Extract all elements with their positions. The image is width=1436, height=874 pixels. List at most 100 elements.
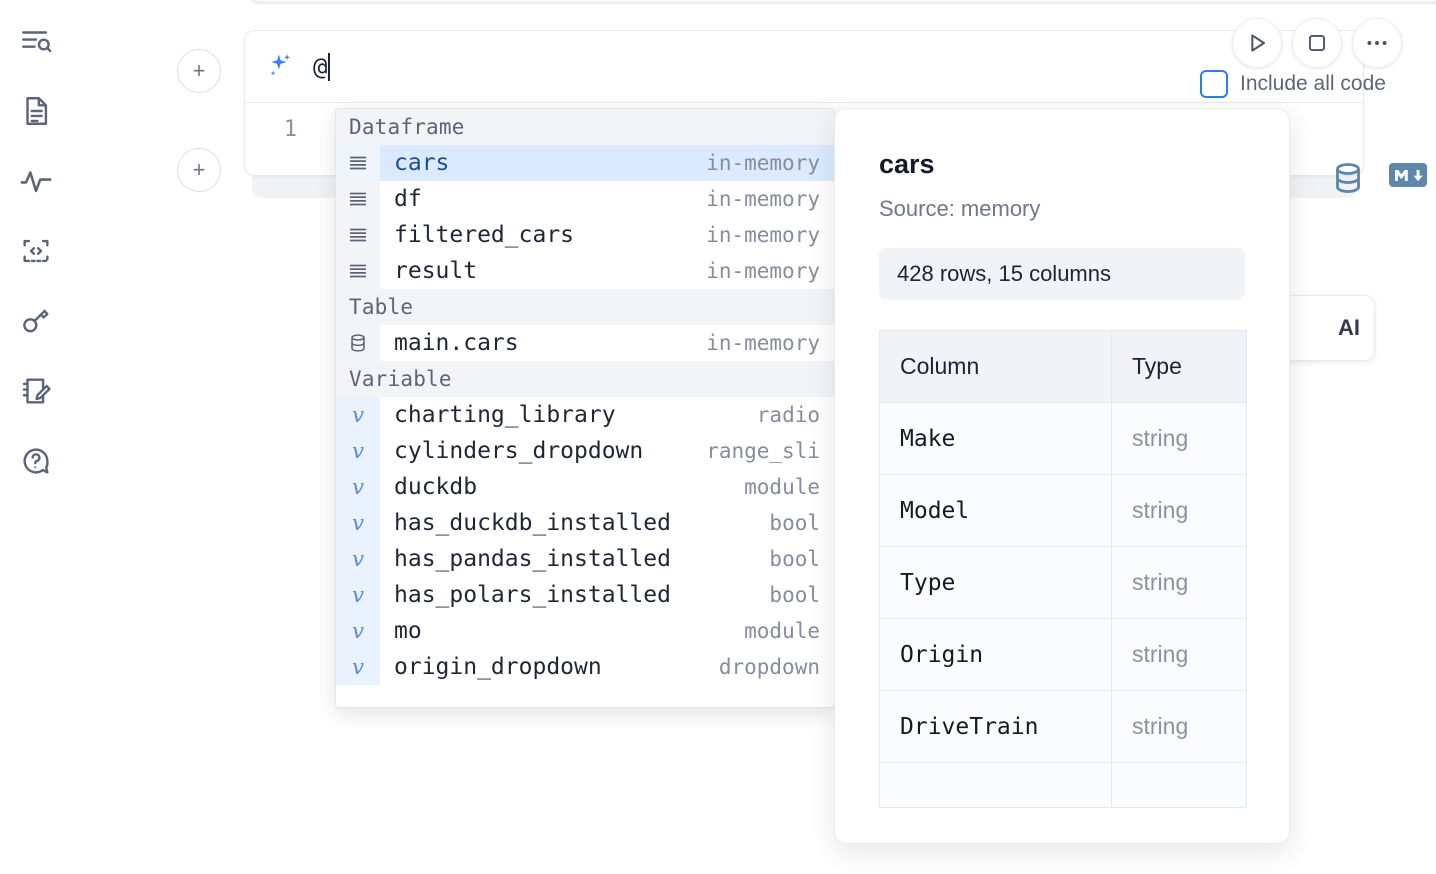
stop-button[interactable] <box>1292 18 1342 68</box>
add-cell-plus-icon: + <box>192 157 206 182</box>
autocomplete-item-type: in-memory <box>706 151 820 175</box>
detail-column-name: Origin <box>879 618 1112 691</box>
autocomplete-item-type: in-memory <box>706 331 820 355</box>
autocomplete-item[interactable]: v origin_dropdown dropdown <box>336 649 834 685</box>
autocomplete-item-type: bool <box>769 547 820 571</box>
include-all-code-label: Include all code <box>1240 72 1386 95</box>
autocomplete-item-label: origin_dropdown <box>394 654 602 680</box>
autocomplete-item-type: module <box>744 475 820 499</box>
ai-prompt-row: @ <box>245 31 1363 103</box>
more-actions-button[interactable] <box>1352 18 1402 68</box>
dataframe-icon <box>336 253 380 289</box>
detail-column-type: string <box>1111 690 1247 763</box>
variable-icon: v <box>336 433 380 469</box>
detail-title: cars <box>879 149 935 179</box>
autocomplete-item-label: main.cars <box>394 330 519 356</box>
autocomplete-item[interactable]: v cylinders_dropdown range_sli <box>336 433 834 469</box>
autocomplete-item-label: charting_library <box>394 402 616 428</box>
cell-type-icons <box>1330 160 1428 201</box>
add-cell-button-top[interactable]: + <box>177 49 221 93</box>
detail-table-row-clipped <box>879 762 1247 808</box>
autocomplete-group-header: Table <box>336 289 834 325</box>
detail-shape-badge: 428 rows, 15 columns <box>879 248 1245 300</box>
autocomplete-item-type: in-memory <box>706 259 820 283</box>
autocomplete-item-label: has_pandas_installed <box>394 546 671 572</box>
dataframe-icon <box>336 145 380 181</box>
line-number: 1 <box>283 117 297 142</box>
ai-prompt-value: @ <box>313 52 328 81</box>
dataframe-icon <box>336 217 380 253</box>
key-icon[interactable] <box>13 298 59 344</box>
detail-column-type: string <box>1111 402 1247 475</box>
autocomplete-item-label: mo <box>394 618 422 644</box>
ai-prompt-input[interactable]: @ <box>313 50 1347 84</box>
variable-icon: v <box>336 577 380 613</box>
markdown-icon[interactable] <box>1388 160 1428 201</box>
autocomplete-item[interactable]: v has_pandas_installed bool <box>336 541 834 577</box>
code-editor-row[interactable]: 1 <box>245 103 1363 175</box>
table-icon <box>336 325 380 361</box>
previous-cell-edge-inner <box>252 0 1436 2</box>
detail-column-name: Model <box>879 474 1112 547</box>
autocomplete-item[interactable]: filtered_cars in-memory <box>336 217 834 253</box>
autocomplete-item-label: has_polars_installed <box>394 582 671 608</box>
include-all-code-control[interactable]: Include all code <box>1200 70 1386 98</box>
outline-search-icon[interactable] <box>13 18 59 64</box>
variable-icon: v <box>336 541 380 577</box>
variable-icon: v <box>336 649 380 685</box>
dataframe-icon <box>336 181 380 217</box>
activity-icon[interactable] <box>13 158 59 204</box>
document-icon[interactable] <box>13 88 59 134</box>
code-snippet-icon[interactable] <box>13 228 59 274</box>
scratchpad-icon[interactable] <box>13 368 59 414</box>
help-icon[interactable] <box>13 438 59 484</box>
run-button[interactable] <box>1232 18 1282 68</box>
include-all-code-checkbox[interactable] <box>1200 70 1228 98</box>
detail-column-type <box>1111 762 1247 808</box>
autocomplete-group-header: Variable <box>336 361 834 397</box>
variable-icon: v <box>336 613 380 649</box>
add-cell-button-bottom[interactable]: + <box>177 148 221 192</box>
sidebar-icon-rail <box>0 0 72 874</box>
autocomplete-item-type: dropdown <box>718 655 820 679</box>
autocomplete-item-type: bool <box>769 511 820 535</box>
autocomplete-item-label: cylinders_dropdown <box>394 438 644 464</box>
autocomplete-item-type: module <box>744 619 820 643</box>
variable-icon: v <box>336 505 380 541</box>
database-icon[interactable] <box>1330 160 1366 201</box>
autocomplete-item[interactable]: result in-memory <box>336 253 834 289</box>
autocomplete-group-header: Dataframe <box>336 109 834 145</box>
detail-column-type: string <box>1111 474 1247 547</box>
detail-source: Source: memory <box>879 196 1041 221</box>
autocomplete-item[interactable]: v has_duckdb_installed bool <box>336 505 834 541</box>
detail-table-header-cell: Type <box>1111 330 1247 403</box>
autocomplete-item-label: has_duckdb_installed <box>394 510 671 536</box>
variable-icon: v <box>336 469 380 505</box>
add-cell-plus-icon: + <box>192 58 206 83</box>
autocomplete-item-type: in-memory <box>706 223 820 247</box>
autocomplete-item[interactable]: main.cars in-memory <box>336 325 834 361</box>
autocomplete-item-label: result <box>394 258 478 284</box>
text-caret <box>328 52 331 81</box>
detail-column-name <box>879 762 1112 808</box>
ai-chip-label: AI <box>1338 315 1360 340</box>
autocomplete-item-label: filtered_cars <box>394 222 575 248</box>
variable-icon: v <box>336 397 380 433</box>
autocomplete-item-type: range_sli <box>706 439 820 463</box>
